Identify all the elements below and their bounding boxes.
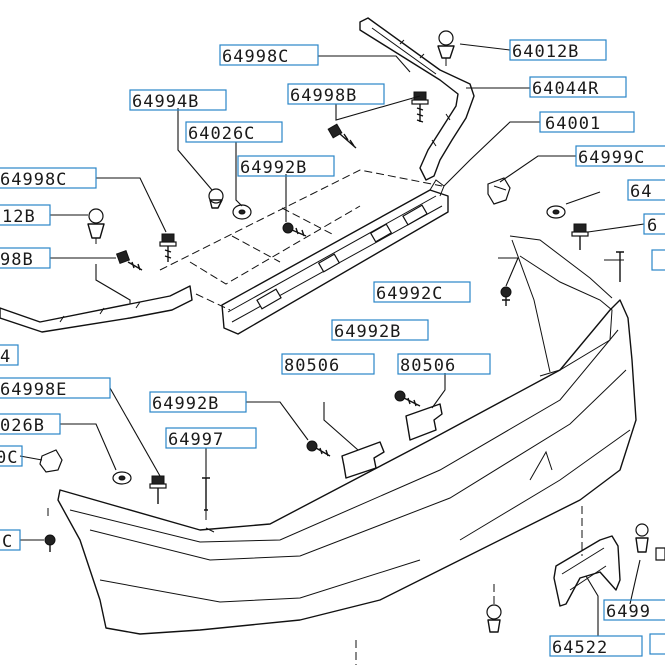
callout-64998c: 64998C <box>219 44 319 67</box>
callout-64994b: 64994B <box>129 89 227 112</box>
clip-icon <box>39 449 63 473</box>
callout-64997: 64997 <box>165 427 257 450</box>
svg-text:64026C: 64026C <box>188 124 255 144</box>
leader-lines <box>19 43 645 636</box>
svg-text:98B: 98B <box>0 250 34 270</box>
bumper-reinforcement <box>221 179 449 335</box>
bracket-left <box>0 264 193 333</box>
reinforcement-hidden-outline <box>159 169 443 311</box>
callout-64001: 64001 <box>539 111 635 134</box>
callout-labels: 64998C 64012B 64044R 64994B 64998B 64001… <box>0 39 665 658</box>
callout-12b-left: 12B <box>0 204 51 227</box>
bumper-cover <box>47 235 637 635</box>
bolt-icon <box>571 223 589 250</box>
callout-6499-right: 6499 <box>603 599 665 622</box>
callout-64998e: 64998E <box>0 377 111 400</box>
bolt-icon <box>159 233 177 262</box>
bolt-icon <box>327 123 357 149</box>
fasteners <box>39 30 665 633</box>
clip-icon <box>635 523 649 553</box>
svg-text:12B: 12B <box>2 207 36 227</box>
callout-64999c: 64999C <box>575 145 665 168</box>
clip-retainers <box>323 373 446 479</box>
lower-bracket <box>553 535 621 607</box>
callout-64992c: 64992C <box>373 281 471 304</box>
callout-026b: 026B <box>0 413 61 436</box>
svg-text:C: C <box>2 532 13 552</box>
callout-4-left: 4 <box>0 344 19 367</box>
svg-text:64012B: 64012B <box>512 42 579 62</box>
callout-c-left: C <box>0 529 21 552</box>
callout-64044r: 64044R <box>529 76 627 99</box>
callout-64522: 64522 <box>549 635 643 658</box>
callout-64-right: 64 <box>627 179 665 202</box>
callout-64998c-left: 64998C <box>0 167 97 190</box>
svg-text:64522: 64522 <box>552 638 608 658</box>
clip-icon <box>487 177 511 205</box>
svg-text:64992B: 64992B <box>152 394 219 414</box>
nut-icon <box>655 547 665 561</box>
callout-6-right: 6 <box>643 213 665 236</box>
svg-text:64001: 64001 <box>545 114 601 134</box>
pin-icon <box>616 251 624 282</box>
callout-64012b: 64012B <box>509 39 607 62</box>
svg-text:64998C: 64998C <box>0 170 67 190</box>
clip-icon <box>87 208 105 244</box>
callout-98b-left: 98B <box>0 247 51 270</box>
svg-text:4: 4 <box>0 347 11 367</box>
callout-80506-left: 80506 <box>281 353 375 376</box>
callout-64992b-upper: 64992B <box>237 155 335 178</box>
callout-64992b-lower: 64992B <box>149 391 247 414</box>
clip-icon <box>486 604 502 633</box>
svg-text:64992B: 64992B <box>240 158 307 178</box>
svg-text:64998C: 64998C <box>222 47 289 67</box>
screw-icon <box>500 286 512 306</box>
svg-text:64997: 64997 <box>168 430 224 450</box>
svg-text:64999C: 64999C <box>578 148 645 168</box>
svg-text:64: 64 <box>630 182 652 202</box>
screw-icon <box>306 440 331 457</box>
svg-text:64992C: 64992C <box>376 284 443 304</box>
svg-text:6499: 6499 <box>606 602 651 622</box>
svg-text:0C: 0C <box>0 448 18 468</box>
pin-icon <box>202 477 210 511</box>
bolt-icon <box>149 475 167 504</box>
lower-guides <box>355 506 583 665</box>
screw-icon <box>394 390 421 407</box>
callout-0c-left: 0C <box>0 445 23 468</box>
screw-icon <box>282 222 307 237</box>
bracket-right-upper <box>359 17 475 181</box>
callout-64026c: 64026C <box>185 121 283 144</box>
svg-text:80506: 80506 <box>400 356 456 376</box>
svg-text:64044R: 64044R <box>532 79 599 99</box>
screw-icon <box>44 534 56 552</box>
svg-text:64992B: 64992B <box>334 322 401 342</box>
svg-text:026B: 026B <box>0 416 45 436</box>
callout-64998b-upper: 64998B <box>287 83 385 106</box>
svg-text:64994B: 64994B <box>132 92 199 112</box>
svg-text:6: 6 <box>647 216 658 236</box>
bolt-icon <box>115 249 143 271</box>
callout-64992b-center: 64992B <box>331 319 429 342</box>
clip-icon <box>437 30 455 66</box>
svg-text:80506: 80506 <box>284 356 340 376</box>
callout-80506-right: 80506 <box>397 353 491 376</box>
svg-text:64998E: 64998E <box>0 380 67 400</box>
svg-text:64998B: 64998B <box>290 86 357 106</box>
clip-icon <box>208 188 224 209</box>
